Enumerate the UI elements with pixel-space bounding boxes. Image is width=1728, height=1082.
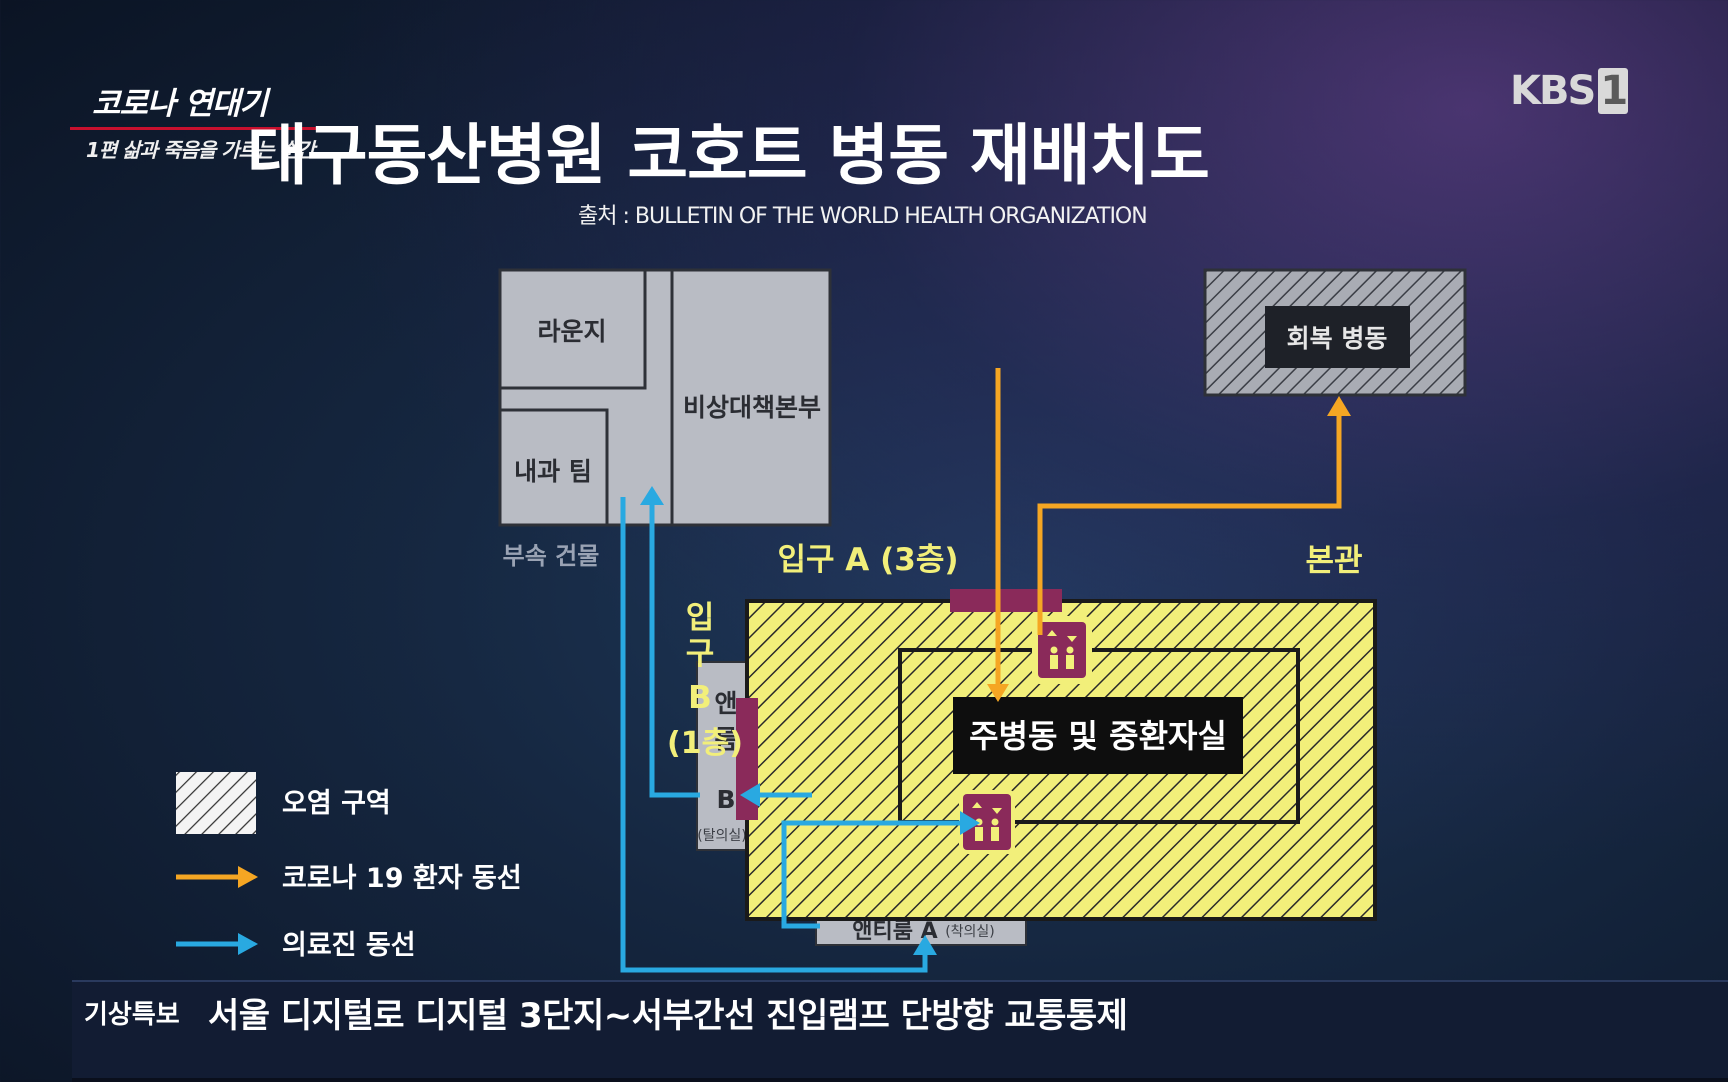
entrance-b-line-4: (1층) xyxy=(667,726,743,761)
program-subtitle: 1편 삶과 죽음을 가르는 순간 xyxy=(86,138,315,162)
ticker-label: 기상특보 xyxy=(84,1000,180,1030)
entrance-b-label: 입 구 B (1층) xyxy=(667,600,743,761)
channel-number: 1 xyxy=(1598,68,1629,114)
recovery-ward: 회복 병동 xyxy=(1203,268,1467,397)
internal-team-label: 내과 팀 xyxy=(514,457,592,486)
main-ward-label: 주병동 및 중환자실 xyxy=(969,717,1227,755)
entrance-b-line-1: 입 xyxy=(686,600,715,636)
diagram-title-text: 대구동산병원 코호트 병동 재배치도 xyxy=(247,117,1210,194)
broadcaster-name: KBS xyxy=(1510,68,1596,114)
entrance-b-line-2: 구 xyxy=(686,636,715,672)
recovery-ward-label: 회복 병동 xyxy=(1287,324,1388,353)
patient-route xyxy=(987,368,1351,702)
emergency-hq-label: 비상대책본부 xyxy=(683,393,821,422)
floor-plan-diagram: 라운지 내과 팀 비상대책본부 부속 건물 회복 병동 앤 룸 B (탈의실) … xyxy=(176,268,1467,973)
anteroom-b-line-3: B xyxy=(716,785,735,814)
diagram-title: 대구동산병원 코호트 병동 재배치도 xyxy=(0,102,1728,198)
main-building-caption: 본관 xyxy=(1305,543,1362,579)
anteroom-b-line-2: 룸 xyxy=(714,725,737,754)
legend-label-contaminated: 오염 구역 xyxy=(282,788,391,819)
entrance-b-line-3: B xyxy=(688,680,712,716)
source-credit: 출처 : BULLETIN OF THE WORLD HEALTH ORGANI… xyxy=(578,204,1148,229)
emergency-hq-room xyxy=(670,268,832,527)
entrance-a-label: 입구 A (3층) xyxy=(777,542,958,578)
ticker-text: 서울 디지털로 디지털 3단지~서부간선 진입램프 단방향 교통통제 xyxy=(208,996,1128,1036)
lounge-label: 라운지 xyxy=(537,317,606,346)
annex-building: 라운지 내과 팀 비상대책본부 xyxy=(498,268,832,527)
news-ticker: 기상특보 서울 디지털로 디지털 3단지~서부간선 진입램프 단방향 교통통제 xyxy=(72,980,1728,1082)
anteroom-b-line-1: 앤 xyxy=(714,689,737,718)
elevator-icon xyxy=(959,790,1015,854)
legend-label-patient: 코로나 19 환자 동선 xyxy=(282,863,522,894)
ticker-bottom-bar xyxy=(72,1078,1728,1082)
annex-caption: 부속 건물 xyxy=(503,542,600,570)
program-title-rule xyxy=(70,127,340,130)
entrance-a-marker xyxy=(950,589,1062,612)
program-title: 코로나 연대기 xyxy=(92,86,268,122)
legend: 오염 구역 코로나 19 환자 동선 의료진 동선 xyxy=(176,772,522,961)
anteroom-b-note: (탈의실) xyxy=(697,828,747,844)
internal-team-room xyxy=(498,408,609,527)
lounge-room xyxy=(498,268,647,390)
anteroom-a-note: (착의실) xyxy=(945,924,995,940)
staff-route xyxy=(620,486,980,973)
legend-label-staff: 의료진 동선 xyxy=(282,930,416,961)
program-logo: 코로나 연대기 1편 삶과 죽음을 가르는 순간 xyxy=(70,78,340,163)
elevator-icon xyxy=(1032,616,1092,684)
legend-hatch-swatch xyxy=(176,772,256,834)
